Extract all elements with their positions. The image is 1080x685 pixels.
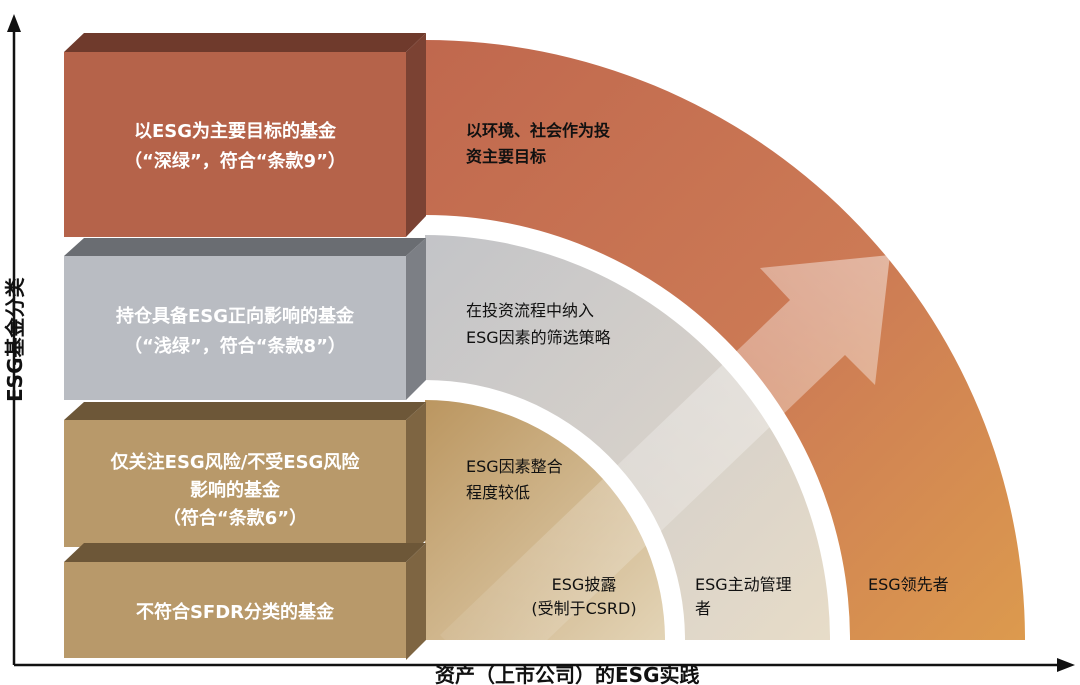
fund-light-green-line2: （“浅绿”，符合“条款8”） [124, 335, 346, 357]
fund-dark-green-line1: 以ESG为主要目标的基金 [134, 120, 337, 142]
level-manager-line2: 者 [695, 599, 711, 618]
fund-light-green-line1: 持仓具备ESG正向影响的基金 [116, 305, 355, 327]
band-desc-light-line1: 在投资流程中纳入 [466, 301, 594, 320]
level-disclosure-line2: (受制于CSRD) [531, 599, 636, 618]
fund-non-sfdr-line1: 不符合SFDR分类的基金 [136, 601, 335, 623]
y-axis-label: ESG基金分类 [3, 278, 27, 402]
fund-box-light-green [64, 238, 426, 400]
progress-arrow [440, 255, 890, 685]
level-leader-line1: ESG领先者 [868, 575, 949, 594]
ring-esg-leader [425, 40, 1025, 640]
fund-box-dark-green [64, 33, 426, 237]
band-desc-dark-line1: 以环境、社会作为投 [466, 121, 610, 140]
ring-esg-active-manager [425, 235, 830, 640]
band-desc-article6-line2: 程度较低 [466, 483, 530, 502]
band-desc-light-line2: ESG因素的筛选策略 [466, 328, 611, 347]
band-desc-dark-line2: 资主要目标 [466, 147, 546, 166]
fund-dark-green-line2: （“深绿”，符合“条款9”） [124, 150, 346, 172]
level-manager-line1: ESG主动管理 [695, 575, 792, 594]
fund-article6-line3: （符合“条款6”） [163, 507, 307, 529]
fund-box-article6 [64, 402, 426, 560]
fund-box-non-sfdr [64, 543, 426, 660]
fund-article6-line1: 仅关注ESG风险/不受ESG风险 [110, 451, 361, 473]
x-axis-label: 资产（上市公司）的ESG实践 [435, 663, 699, 685]
level-disclosure-line1: ESG披露 [552, 575, 617, 594]
fund-article6-line2: 影响的基金 [190, 479, 281, 501]
band-desc-article6-line1: ESG因素整合 [466, 457, 563, 476]
axes [7, 14, 1075, 672]
